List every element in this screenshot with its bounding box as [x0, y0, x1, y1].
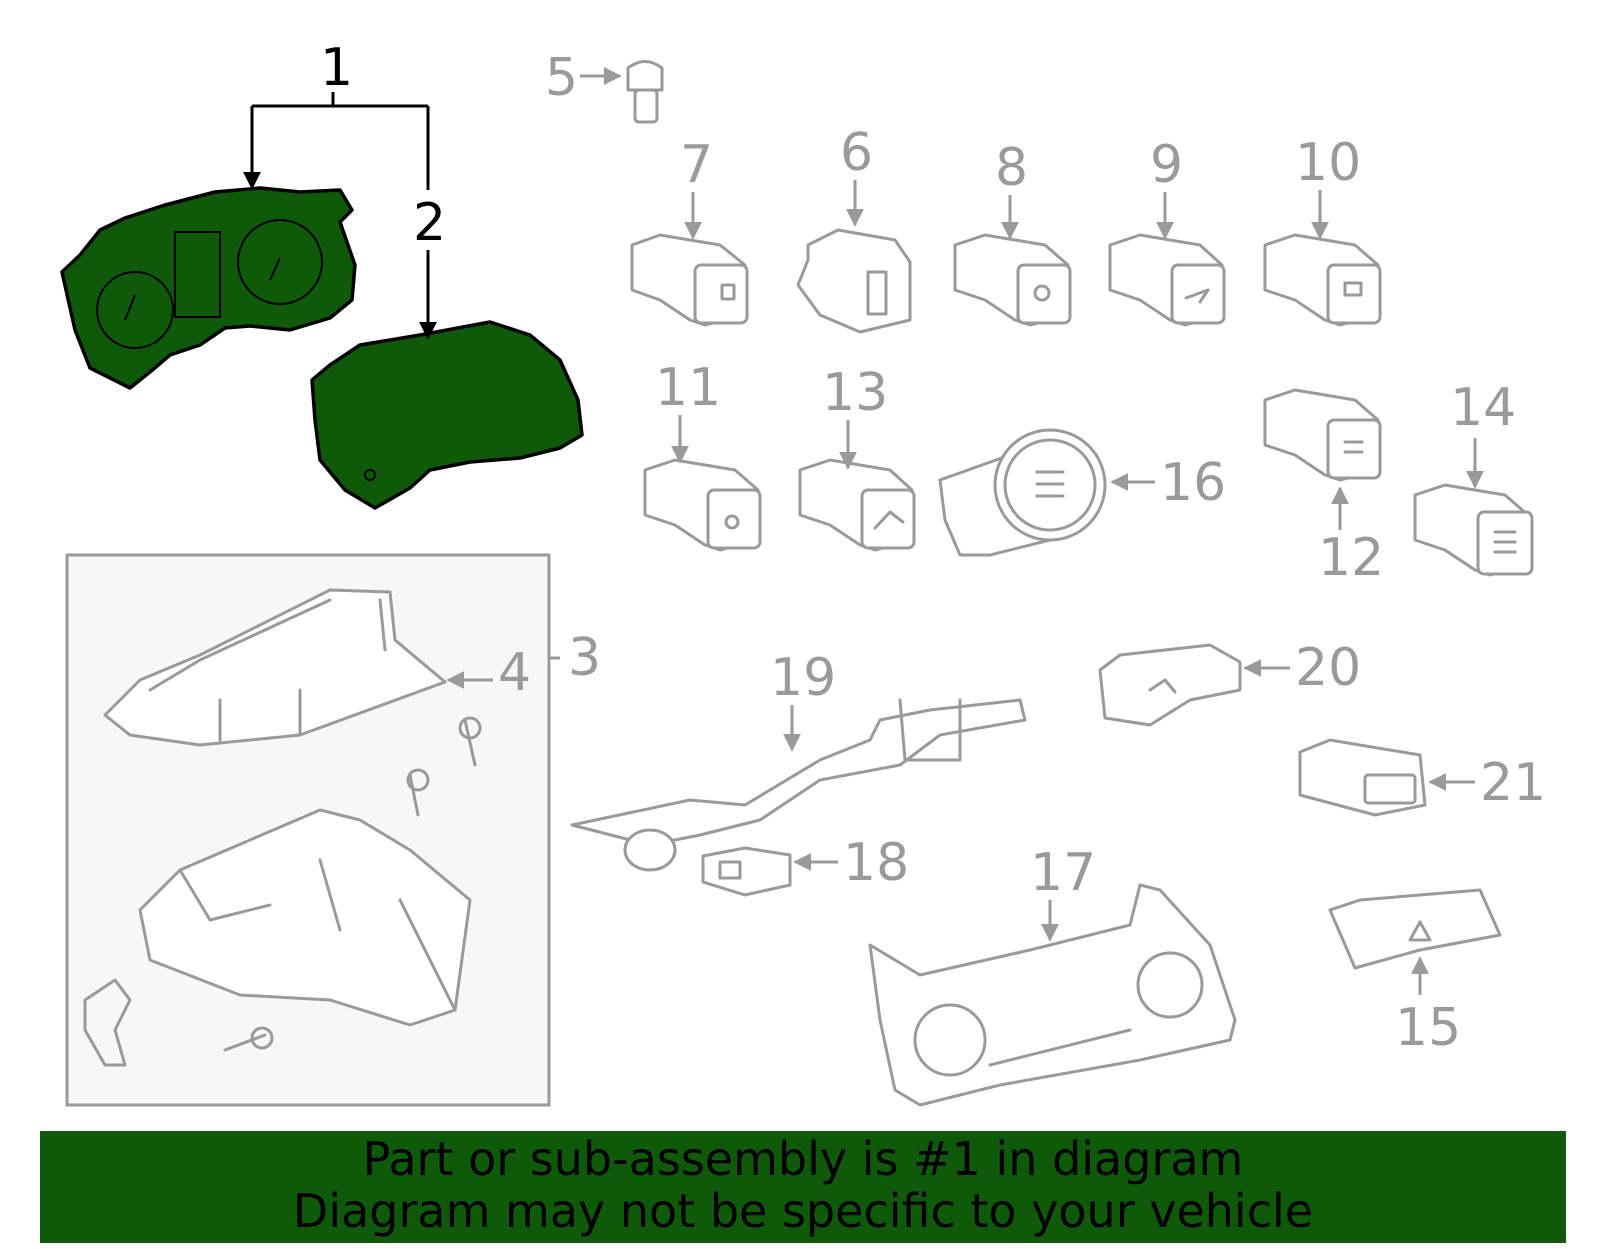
part-18-connector[interactable] — [701, 846, 792, 897]
callout-16: 16 — [1160, 453, 1226, 513]
part-21-switch[interactable] — [1298, 738, 1427, 817]
part-15-hazard-switch[interactable] — [1328, 888, 1502, 970]
part-14-switch[interactable] — [1413, 483, 1534, 577]
part-16-start-button[interactable] — [938, 428, 1107, 557]
callout-13: 13 — [822, 363, 888, 423]
callout-6: 6 — [840, 123, 873, 183]
part-12-switch[interactable] — [1263, 388, 1382, 482]
part-5-bulb[interactable] — [626, 60, 664, 124]
callout-20: 20 — [1295, 638, 1361, 698]
callout-12: 12 — [1318, 528, 1384, 588]
callout-1-leader — [243, 92, 437, 340]
callout-19: 19 — [770, 648, 836, 708]
part-3-cluster-housing-group[interactable] — [65, 553, 551, 1107]
callout-3: 3 — [568, 628, 601, 688]
callout-8: 8 — [995, 138, 1028, 198]
callout-2: 2 — [413, 193, 446, 253]
callout-1: 1 — [320, 38, 353, 98]
banner-line-1: Part or sub-assembly is #1 in diagram — [362, 1132, 1244, 1186]
part-19-column-bracket[interactable] — [570, 698, 1027, 872]
part-9-switch[interactable] — [1108, 233, 1226, 327]
callout-10: 10 — [1295, 133, 1361, 193]
callout-9: 9 — [1150, 135, 1183, 195]
part-1-instrument-cluster[interactable] — [60, 186, 357, 390]
callout-4: 4 — [498, 643, 531, 703]
part-20-sensor[interactable] — [1098, 643, 1242, 727]
callout-14: 14 — [1450, 378, 1516, 438]
callout-11: 11 — [655, 358, 721, 418]
part-17-center-bezel[interactable] — [868, 883, 1237, 1107]
part-6-switch[interactable] — [796, 228, 912, 334]
part-2-cluster-lens[interactable] — [310, 320, 584, 510]
callout-17: 17 — [1030, 843, 1096, 903]
banner-line-2: Diagram may not be specific to your vehi… — [292, 1184, 1314, 1238]
info-banner: Part or sub-assembly is #1 in diagram Di… — [40, 1131, 1566, 1243]
callout-5: 5 — [545, 48, 578, 108]
part-11-switch[interactable] — [643, 458, 762, 552]
part-8-switch[interactable] — [953, 233, 1072, 327]
callout-18: 18 — [843, 833, 909, 893]
part-7-switch[interactable] — [630, 233, 749, 327]
part-13-switch[interactable] — [798, 458, 916, 552]
callout-15: 15 — [1395, 998, 1461, 1058]
callout-21: 21 — [1480, 753, 1546, 813]
part-10-switch[interactable] — [1263, 233, 1382, 327]
callout-7: 7 — [680, 135, 713, 195]
